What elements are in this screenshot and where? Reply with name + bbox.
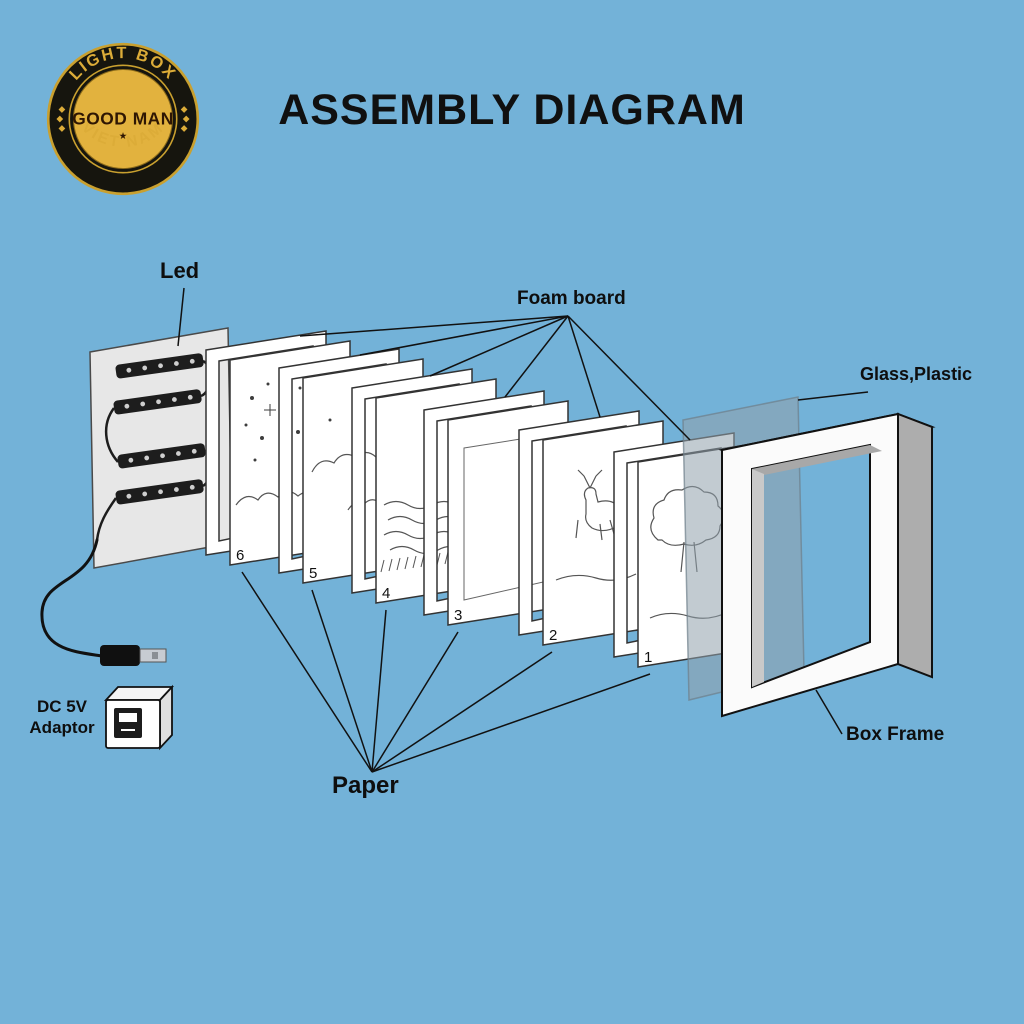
logo-star-diamonds-right: [180, 106, 190, 132]
paper-number-1: 1: [644, 649, 652, 666]
foam-board-pointer-lines: [299, 315, 691, 441]
led-pointer-line: [177, 287, 185, 347]
power-adaptor: [103, 684, 175, 751]
glass-plastic-label: Glass,Plastic: [860, 364, 973, 384]
foam-board-label: Foam board: [517, 288, 626, 309]
power-cable: [40, 538, 104, 658]
adaptor-label-line2: Adaptor: [29, 718, 95, 737]
adaptor-label: DC 5V Adaptor: [20, 696, 104, 738]
layer-group-3: 3: [423, 390, 569, 626]
paper-number-4: 4: [382, 585, 390, 602]
led-strip-2: [113, 389, 202, 415]
logo-bottom-star: ★: [119, 131, 127, 142]
page-title: ASSEMBLY DIAGRAM: [278, 86, 746, 134]
box-frame: [718, 412, 936, 718]
logo-center-disc: [72, 68, 174, 170]
adaptor-label-line1: DC 5V: [36, 697, 88, 716]
usb-plug: [100, 645, 167, 666]
paper-number-2: 2: [549, 627, 557, 644]
box-frame-inner-left-lip: [752, 469, 764, 687]
logo-inner-ring: [68, 64, 178, 174]
glass-pointer-line: [797, 391, 869, 401]
box-frame-label: Box Frame: [846, 724, 945, 745]
led-label: Led: [160, 258, 200, 283]
paper-number-3: 3: [454, 607, 462, 624]
box-frame-inner-top-lip: [752, 445, 882, 475]
led-strip-3: [117, 443, 206, 469]
logo-name-text: GOOD MAN: [72, 108, 174, 128]
paper-label: Paper: [332, 772, 399, 799]
goodman-logo-badge: LIGHT BOX VIET NAM GOOD MAN ★: [46, 42, 200, 196]
led-strip-1: [115, 353, 204, 379]
box-frame-pointer-line: [815, 689, 843, 735]
paper-number-5: 5: [309, 565, 317, 582]
adaptor-usb-port: [114, 708, 142, 738]
paper-number-6: 6: [236, 547, 244, 564]
led-strip-4: [115, 479, 204, 505]
paper-pointer-lines: [241, 571, 651, 773]
box-frame-right-face: [897, 412, 933, 679]
